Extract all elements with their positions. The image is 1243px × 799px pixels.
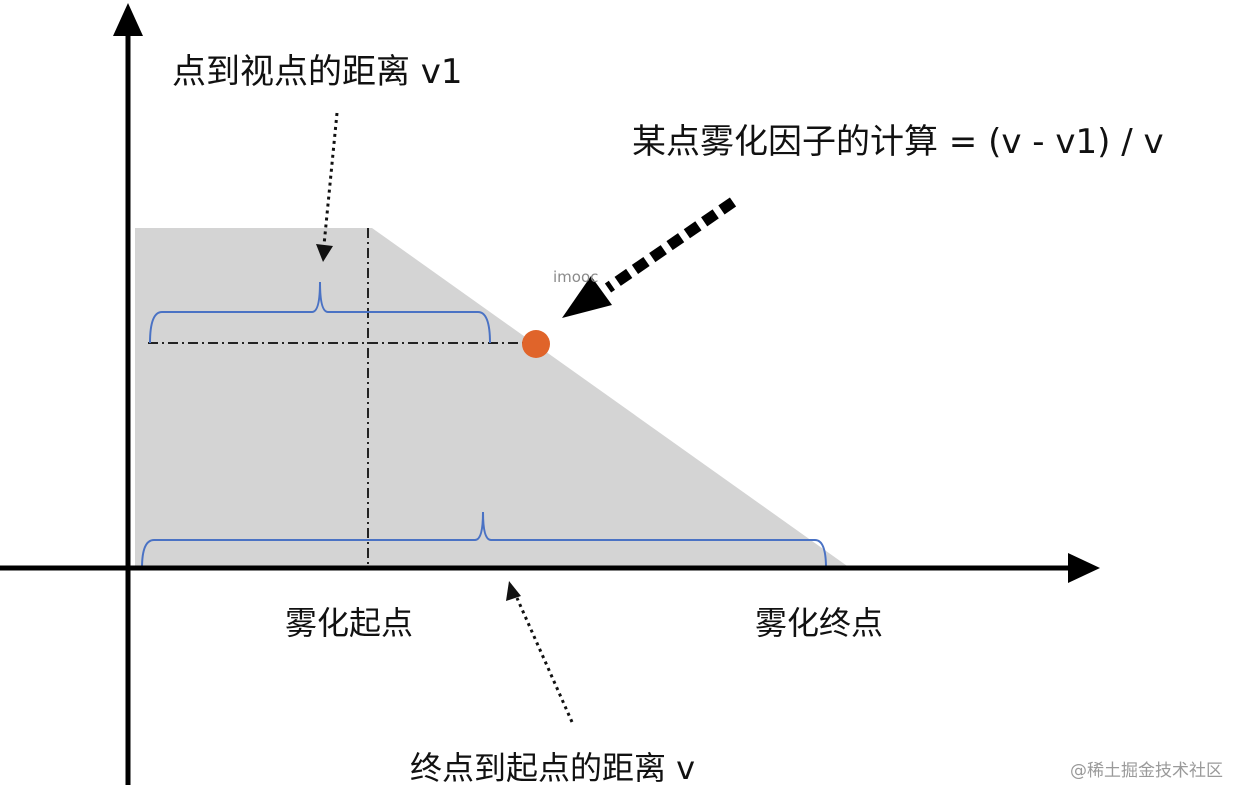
y-axis-arrow-icon: [113, 3, 143, 36]
fog-factor-formula-label: 某点雾化因子的计算 = (v - v1) / v: [632, 122, 1164, 162]
v1-brace: [149, 281, 491, 344]
v-pointer-arrowhead-icon: [506, 581, 521, 601]
fog-end-label: 雾化终点: [755, 604, 884, 642]
v-brace: [141, 511, 827, 569]
v-label-pointer: [515, 597, 574, 723]
total-distance-label: 终点到起点的距离 v: [410, 749, 696, 787]
formula-pointer-arrowhead-icon: [562, 276, 612, 318]
formula-pointer: [604, 197, 737, 293]
sample-point: [522, 330, 550, 358]
fog-start-label: 雾化起点: [285, 604, 414, 642]
watermark-footer: @稀土掘金技术社区: [1070, 761, 1223, 781]
x-axis-arrow-icon: [1068, 553, 1100, 583]
v1-pointer-arrowhead-icon: [316, 244, 333, 262]
view-distance-label: 点到视点的距离 v1: [172, 52, 463, 92]
fog-region: [135, 228, 850, 568]
v1-label-pointer: [322, 112, 339, 246]
watermark-center: imooc: [553, 268, 599, 286]
